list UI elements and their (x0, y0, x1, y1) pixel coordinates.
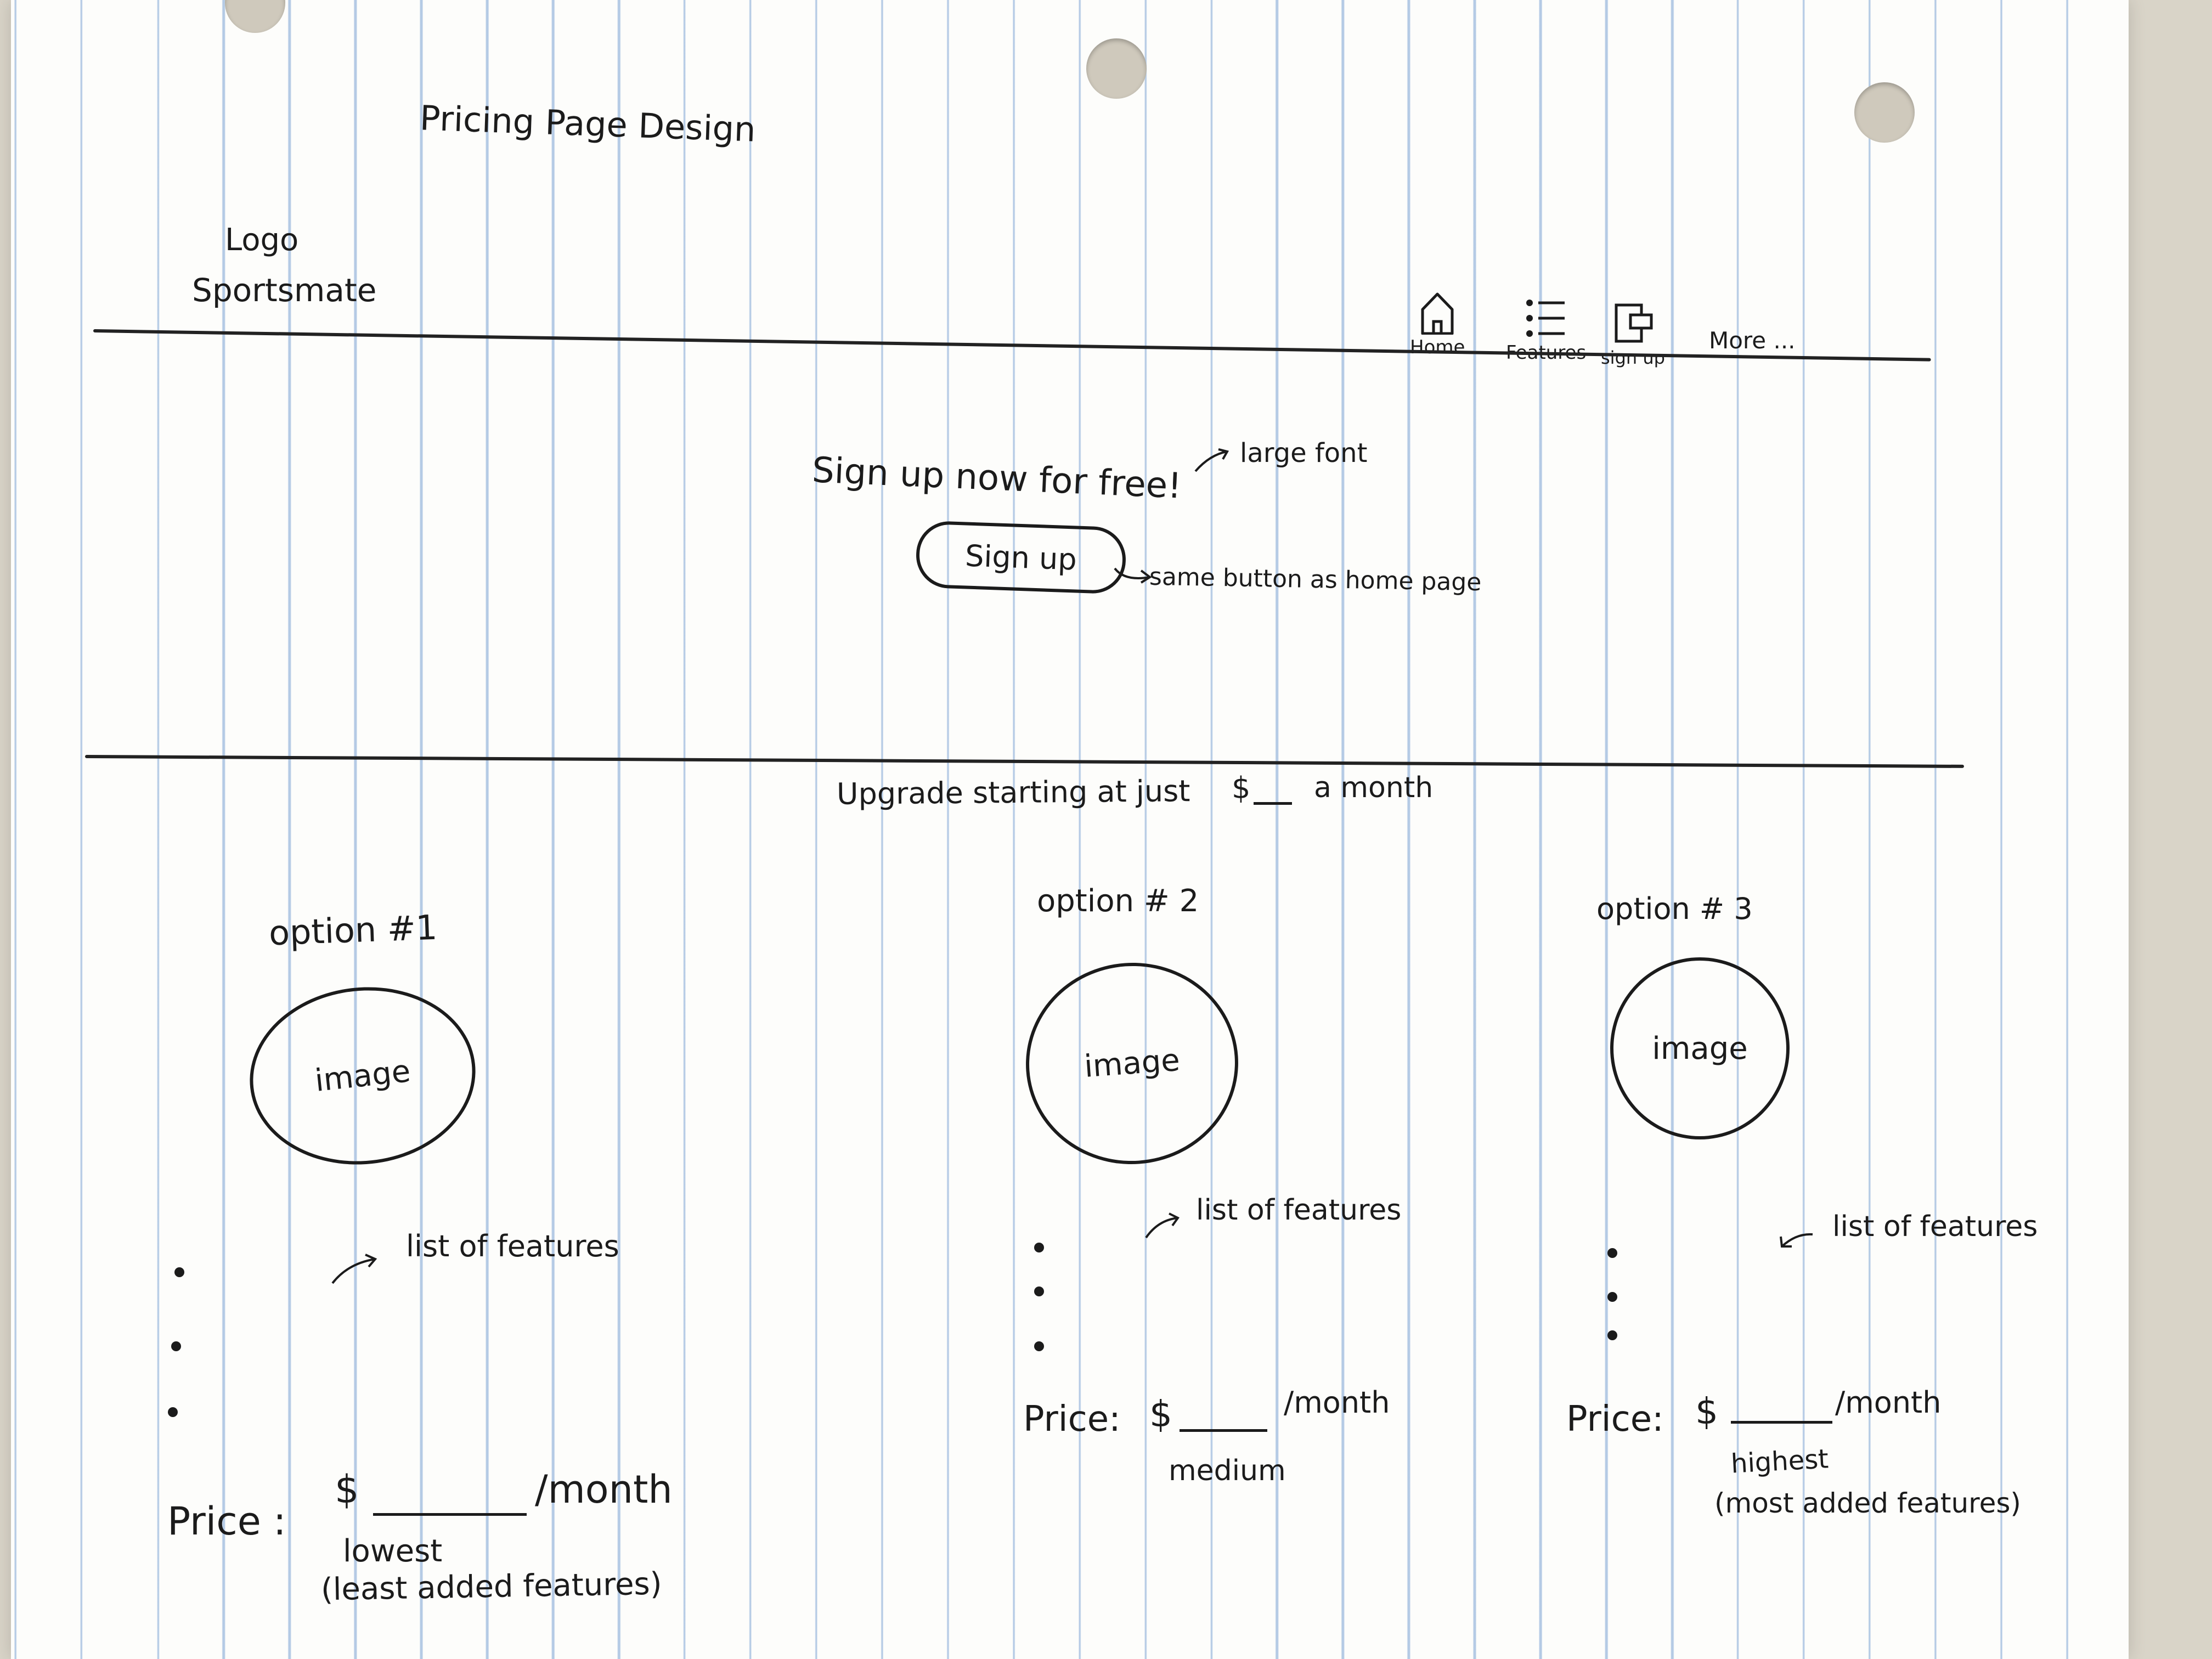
sign-up-button[interactable]: Sign up (915, 520, 1127, 595)
option-1-currency: $ (335, 1467, 359, 1512)
option-3-feature-bullet (1607, 1292, 1617, 1302)
arrow-icon (1114, 567, 1152, 584)
option-1-features-note: list of features (406, 1229, 619, 1263)
logo-placeholder: Logo (225, 222, 299, 258)
option-2-image-label: image (1083, 1042, 1181, 1085)
option-2-tier: medium (1169, 1454, 1286, 1487)
option-3-per: /month (1835, 1385, 1942, 1420)
punch-hole-center (1086, 38, 1147, 99)
option-3-price-label: Price: (1566, 1399, 1664, 1440)
option-3-tier-note: (most added features) (1714, 1487, 2021, 1519)
arrow-icon (1145, 1212, 1180, 1239)
option-2-price-blank (1180, 1429, 1267, 1432)
sign-up-icon (1615, 303, 1653, 343)
upgrade-text: Upgrade starting at just (836, 774, 1190, 811)
sign-up-button-label: Sign up (964, 538, 1077, 577)
option-2-title: option # 2 (1037, 883, 1199, 919)
option-1-feature-bullet (171, 1341, 181, 1351)
option-1-image-label: image (313, 1053, 413, 1099)
option-2-feature-bullet (1034, 1286, 1044, 1296)
option-1-price-blank (373, 1513, 527, 1516)
brand-name[interactable]: Sportsmate (192, 272, 377, 309)
option-1-feature-bullet (174, 1267, 184, 1277)
arrow-icon (1780, 1233, 1813, 1248)
option-1-price-label: Price : (167, 1499, 286, 1544)
punch-hole-right (1854, 82, 1915, 143)
option-3-price-blank (1731, 1421, 1832, 1424)
option-3-features-note: list of features (1832, 1210, 2038, 1243)
option-1-tier-note: (least added features) (320, 1566, 663, 1608)
arrow-icon (331, 1254, 377, 1284)
option-3-tier: highest (1730, 1443, 1830, 1480)
option-1-title: option #1 (268, 907, 438, 953)
nav-sign-up[interactable]: sign up (1601, 302, 1665, 366)
sign-up-button-note: same button as home page (1149, 562, 1482, 597)
nav-more[interactable]: More ... (1709, 327, 1796, 354)
option-3-feature-bullet (1607, 1330, 1617, 1340)
home-icon (1421, 292, 1454, 335)
upgrade-price-blank (1254, 802, 1292, 805)
option-1-tier: lowest (343, 1533, 443, 1569)
option-3-title: option # 3 (1596, 891, 1753, 926)
option-3-image: image (1610, 957, 1790, 1139)
hero-headline-note: large font (1240, 438, 1368, 469)
option-3-currency: $ (1695, 1390, 1718, 1432)
nav-home[interactable]: Home (1410, 291, 1465, 357)
notebook-paper (11, 0, 2129, 1659)
upgrade-text-after: a month (1314, 771, 1434, 804)
option-2-price-label: Price: (1023, 1399, 1121, 1440)
punch-hole-left (225, 0, 285, 33)
option-1-feature-bullet (168, 1407, 178, 1417)
list-icon (1526, 300, 1565, 337)
option-2-currency: $ (1149, 1393, 1172, 1435)
option-1-per: /month (535, 1467, 673, 1512)
option-2-features-note: list of features (1196, 1194, 1402, 1227)
option-3-image-label: image (1652, 1030, 1748, 1066)
option-3-feature-bullet (1607, 1248, 1617, 1258)
option-2-per: /month (1284, 1385, 1390, 1420)
upgrade-currency: $ (1232, 771, 1251, 805)
option-2-feature-bullet (1034, 1341, 1044, 1351)
nav-sign-up-label: sign up (1601, 347, 1665, 368)
arrow-icon (1194, 448, 1229, 472)
option-2-feature-bullet (1034, 1243, 1044, 1252)
